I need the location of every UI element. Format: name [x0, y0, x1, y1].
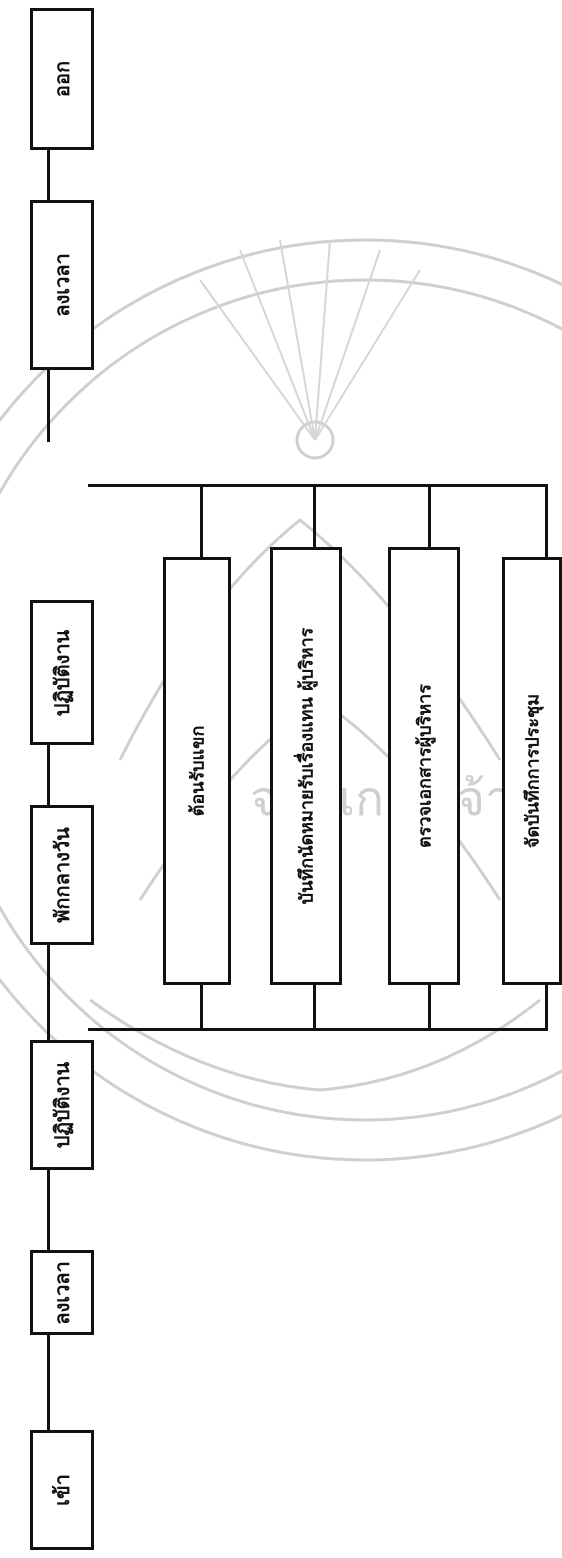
- branch-bus-right: [545, 484, 548, 559]
- drop-task-2-bottom: [313, 985, 316, 1031]
- connector-lunch-work: [47, 745, 50, 805]
- task-record-appointments-label: บันทึกนัดหมายรับเรื่องแทน ผู้บริหาร: [292, 628, 321, 905]
- step-sign-in-label: ลงเวลา: [46, 1261, 78, 1325]
- connector-signout-exit: [47, 150, 50, 200]
- step-work-afternoon-label: ปฏิบัติงาน: [46, 629, 78, 715]
- step-lunch-label: พักกลางวัน: [46, 827, 78, 923]
- drop-task-1-top: [200, 484, 203, 557]
- step-enter-box: เข้า: [30, 1430, 94, 1550]
- connector-work-signout: [47, 370, 50, 442]
- step-enter-label: เข้า: [46, 1474, 78, 1506]
- task-meeting-minutes-box: จัดบันทึกการประชุม: [502, 557, 562, 985]
- drop-task-3-bottom: [428, 985, 431, 1031]
- connector-work-lunch: [47, 945, 50, 1040]
- task-receive-guests-box: ต้อนรับแขก: [163, 557, 231, 985]
- task-record-appointments-box: บันทึกนัดหมายรับเรื่องแทน ผู้บริหาร: [270, 547, 342, 985]
- branch-bus-top: [88, 484, 548, 487]
- step-sign-in-box: ลงเวลา: [30, 1250, 94, 1335]
- drop-task-1-bottom: [200, 985, 203, 1031]
- branch-bus-bottom: [88, 1028, 548, 1031]
- step-sign-out-label: ลงเวลา: [46, 253, 78, 317]
- step-work-afternoon-box: ปฏิบัติงาน: [30, 600, 94, 745]
- drop-task-2-top: [313, 484, 316, 547]
- step-sign-out-box: ลงเวลา: [30, 200, 94, 370]
- connector-signin-work: [47, 1170, 50, 1250]
- task-meeting-minutes-label: จัดบันทึกการประชุม: [518, 694, 547, 848]
- task-check-documents-box: ตรวจเอกสารผู้บริหาร: [388, 547, 460, 985]
- step-work-morning-box: ปฏิบัติงาน: [30, 1040, 94, 1170]
- step-work-morning-label: ปฏิบัติงาน: [46, 1062, 78, 1148]
- step-lunch-box: พักกลางวัน: [30, 805, 94, 945]
- branch-bus-right-low: [545, 985, 548, 1031]
- connector-enter-signin: [47, 1335, 50, 1430]
- task-receive-guests-label: ต้อนรับแขก: [183, 726, 212, 817]
- drop-task-3-top: [428, 484, 431, 547]
- step-exit-label: ออก: [46, 61, 78, 97]
- task-check-documents-label: ตรวจเอกสารผู้บริหาร: [410, 684, 439, 848]
- step-exit-box: ออก: [30, 8, 94, 150]
